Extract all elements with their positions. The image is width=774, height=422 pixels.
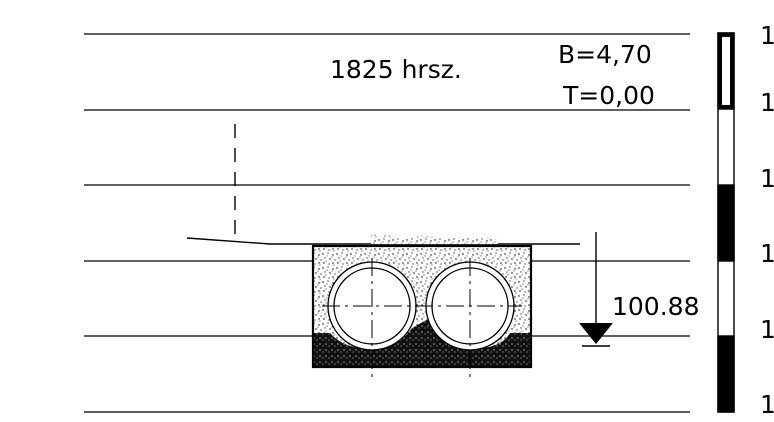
width-annotation: B=4,70 (558, 40, 652, 69)
parcel-label: 1825 hrsz. (330, 55, 462, 84)
scale-segment-filled (717, 335, 735, 413)
scale-label: 1 (760, 315, 774, 344)
scale-bar (717, 32, 735, 413)
trench-outline (311, 244, 533, 369)
offset-annotation: T=0,00 (562, 81, 655, 110)
scale-labels: 1 1 1 1 1 1 (760, 21, 774, 419)
pipe-centerlines (322, 258, 522, 382)
scale-label: 1 (760, 239, 774, 268)
level-value: 100.88 (612, 292, 699, 321)
scale-segment-inner-white (722, 37, 730, 105)
dense-fill (313, 318, 531, 367)
scale-label: 1 (760, 88, 774, 117)
scale-label: 1 (760, 21, 774, 50)
scale-label: 1 (760, 390, 774, 419)
scale-segment-filled (717, 184, 735, 262)
guide-lines (84, 33, 690, 413)
level-marker-triangle (579, 323, 613, 344)
soil-mound (371, 234, 498, 244)
scale-label: 1 (760, 164, 774, 193)
